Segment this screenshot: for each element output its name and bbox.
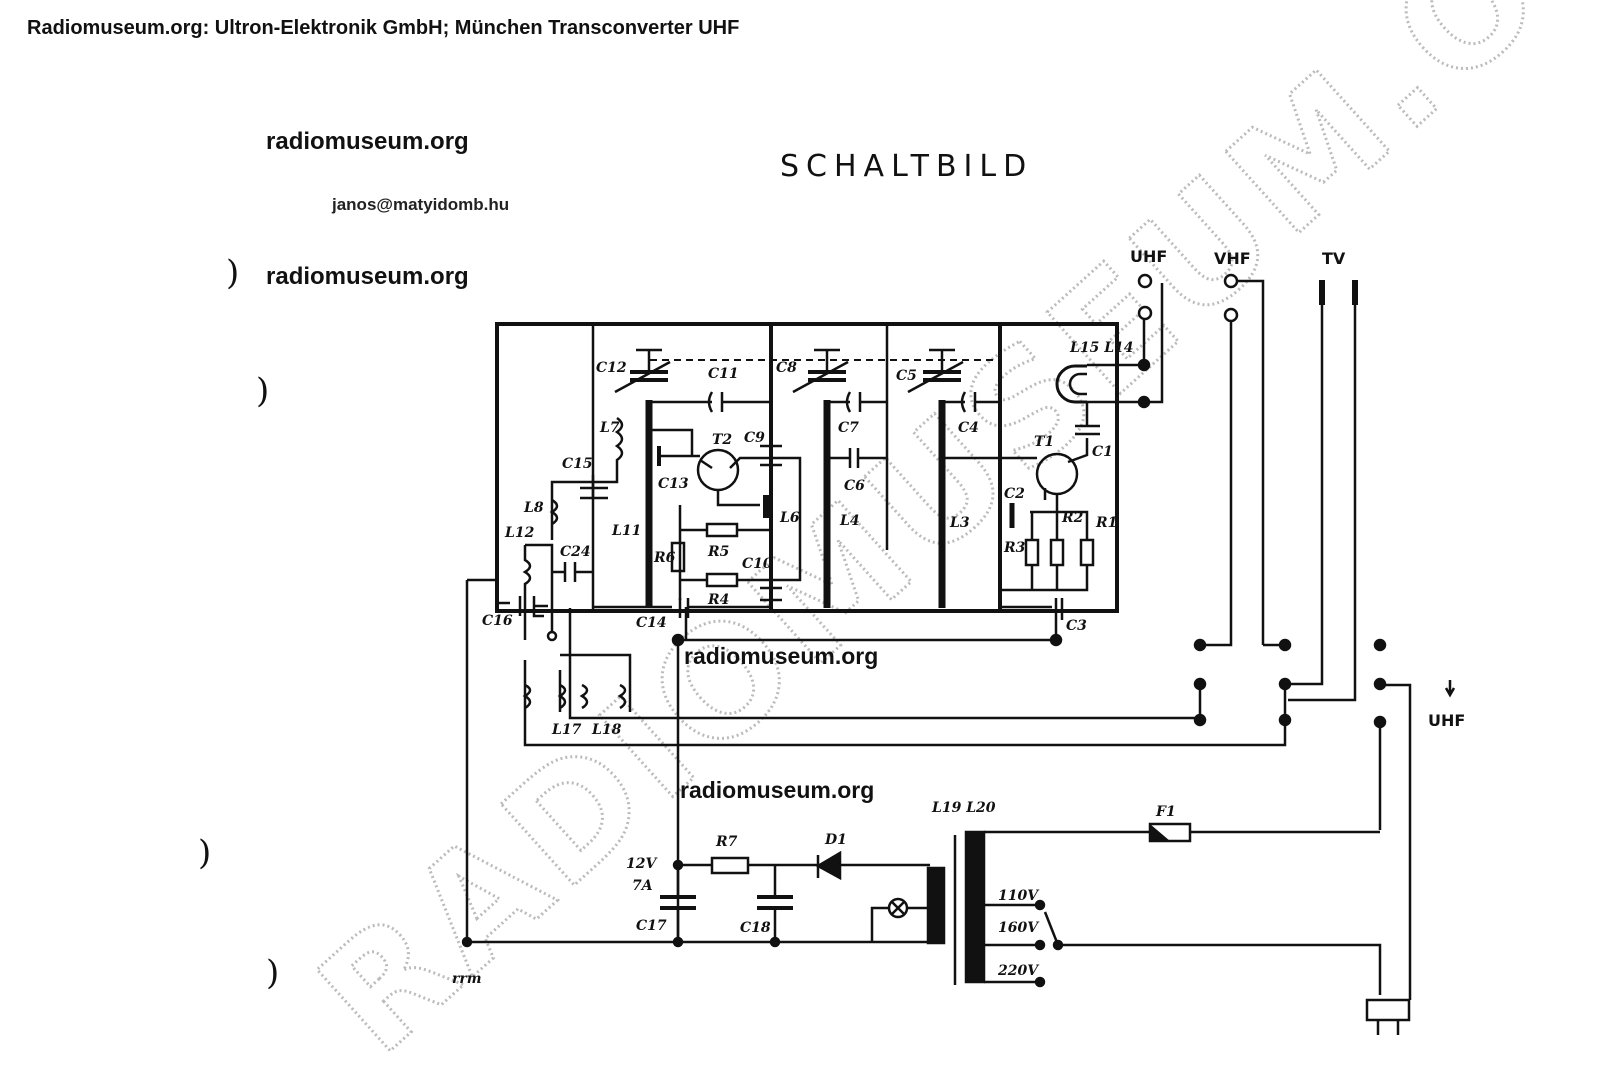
label-c17: C17 xyxy=(636,918,667,934)
tv-label: TV xyxy=(1322,249,1346,268)
tuner-chassis xyxy=(467,283,1164,647)
label-l7: L7 xyxy=(599,420,620,436)
component-labels: C12 C11 C8 C5 C4 L15 L14 T2 C9 C13 C15 L… xyxy=(452,340,1176,987)
site-watermark-text: radiomuseum.org xyxy=(266,263,469,290)
schematic-heading: SCHALTBILD xyxy=(780,149,1033,184)
label-12v: 12V xyxy=(626,856,658,872)
label-c14: C14 xyxy=(636,615,667,631)
label-7a: 7A xyxy=(632,878,653,894)
label-c2: C2 xyxy=(1004,486,1025,502)
label-c3: C3 xyxy=(1066,618,1087,634)
label-l6: L6 xyxy=(779,510,800,526)
label-d1: D1 xyxy=(824,832,847,848)
site-watermark-text: radiomuseum.org xyxy=(266,128,469,155)
label-c13: C13 xyxy=(658,476,689,492)
label-r1: R1 xyxy=(1095,515,1117,531)
uhf-input-label: UHF xyxy=(1130,247,1167,266)
label-l11: L11 xyxy=(611,523,641,539)
label-r4: R4 xyxy=(707,592,729,608)
author-email: janos@matyidomb.hu xyxy=(332,195,510,214)
label-c12: C12 xyxy=(596,360,627,376)
label-t1: T1 xyxy=(1034,434,1054,450)
label-c18: C18 xyxy=(740,920,771,936)
uhf-switch-label: UHF xyxy=(1428,711,1465,730)
page-title: Radiomuseum.org: Ultron-Elektronik GmbH;… xyxy=(27,17,740,39)
label-rrm: rrm xyxy=(452,971,482,987)
label-c11: C11 xyxy=(708,366,739,382)
label-160v: 160V xyxy=(998,920,1040,936)
label-l17: L17 xyxy=(551,722,582,738)
label-t2: T2 xyxy=(712,432,732,448)
label-220v: 220V xyxy=(997,963,1040,979)
punch-hole-mark: ) xyxy=(226,253,240,293)
label-r5: R5 xyxy=(707,544,729,560)
label-r2: R2 xyxy=(1061,510,1084,526)
label-c9: C9 xyxy=(744,430,765,446)
label-l19-l20: L19 L20 xyxy=(931,800,996,816)
label-r6: R6 xyxy=(653,550,676,566)
power-supply xyxy=(461,580,1411,1035)
label-l4: L4 xyxy=(839,513,860,529)
antenna-switch xyxy=(522,273,1456,1000)
label-c16: C16 xyxy=(482,613,513,629)
label-l15-l14: L15 L14 xyxy=(1069,340,1134,356)
punch-hole-mark: ) xyxy=(266,953,280,993)
label-l12: L12 xyxy=(504,525,535,541)
label-r3: R3 xyxy=(1003,540,1026,556)
label-c15: C15 xyxy=(562,456,593,472)
label-l3: L3 xyxy=(949,515,970,531)
label-f1: F1 xyxy=(1155,804,1176,820)
label-110v: 110V xyxy=(998,888,1040,904)
label-c5: C5 xyxy=(896,368,917,384)
punch-hole-mark: ) xyxy=(256,371,270,411)
site-watermark-text: radiomuseum.org xyxy=(684,643,878,669)
label-r7: R7 xyxy=(715,834,738,850)
label-c6: C6 xyxy=(844,478,865,494)
label-l18: L18 xyxy=(591,722,622,738)
label-c24: C24 xyxy=(560,544,591,560)
label-c8: C8 xyxy=(776,360,797,376)
punch-hole-mark: ) xyxy=(198,833,212,873)
vhf-label: VHF xyxy=(1214,249,1251,268)
label-c1: C1 xyxy=(1092,444,1113,460)
label-c7: C7 xyxy=(838,420,859,436)
label-c10: C10 xyxy=(742,556,773,572)
label-c4: C4 xyxy=(958,420,979,436)
site-watermark-text: radiomuseum.org xyxy=(680,777,874,803)
label-l8: L8 xyxy=(523,500,544,516)
